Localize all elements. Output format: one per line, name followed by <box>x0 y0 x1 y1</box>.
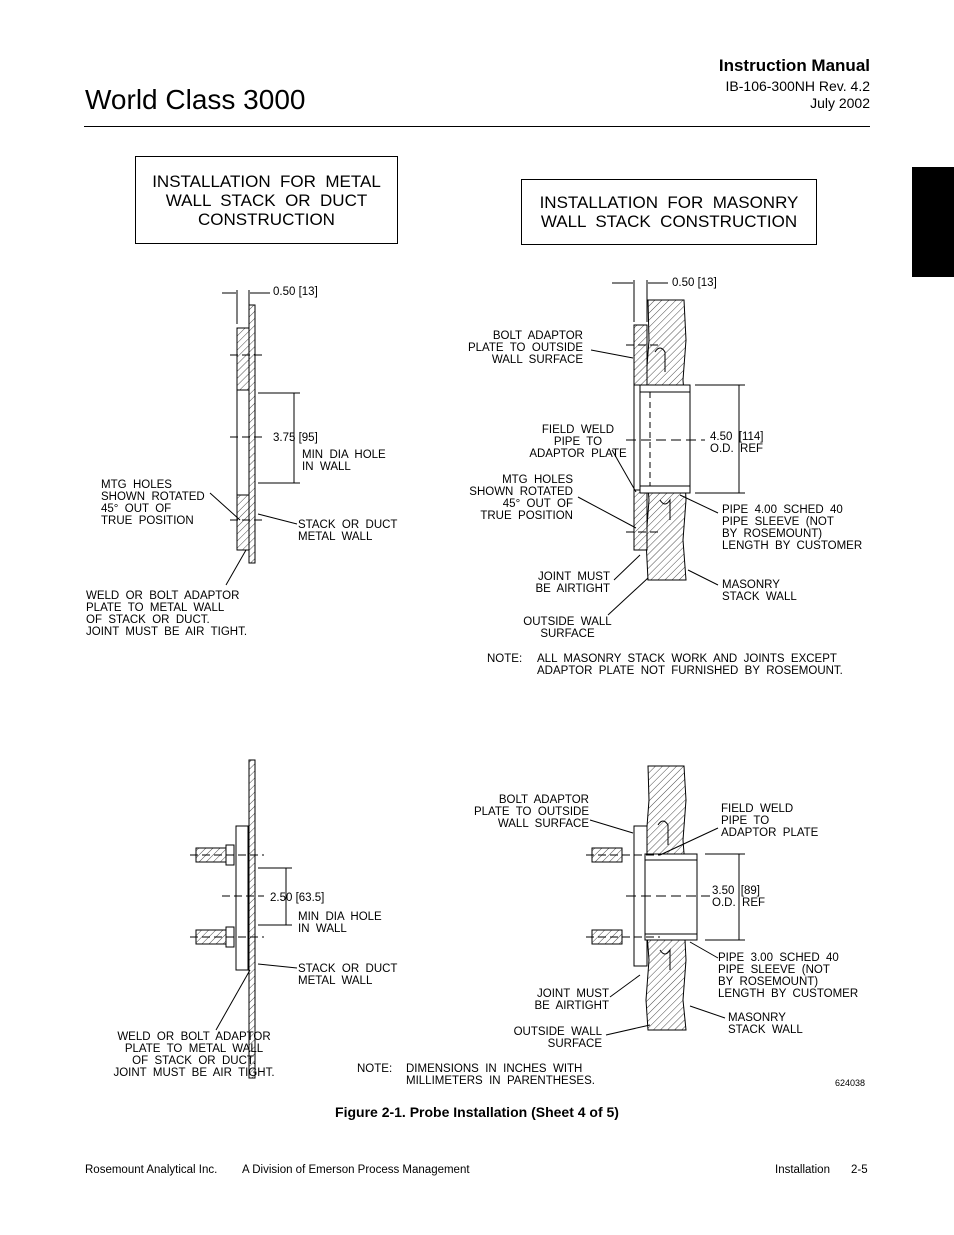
tr-dim-top: 0.50 [13] <box>672 277 717 289</box>
metal-wall-hatch <box>248 759 256 1079</box>
br-pipe-label: PIPE 3.00 SCHED 40 PIPE SLEEVE (NOT BY R… <box>718 952 859 1000</box>
manual-title: Instruction Manual <box>718 56 870 75</box>
bl-weld-label: WELD OR BOLT ADAPTOR PLATE TO METAL WALL… <box>113 1031 275 1079</box>
tr-pipe-label: PIPE 4.00 SCHED 40 PIPE SLEEVE (NOT BY R… <box>722 504 863 552</box>
figure-caption: Figure 2-1. Probe Installation (Sheet 4 … <box>335 1104 619 1120</box>
tl-dim-hole: 3.75 [95] <box>273 432 318 444</box>
tr-bolt-label: BOLT ADAPTOR PLATE TO OUTSIDE WALL SURFA… <box>467 330 583 366</box>
pipe-sleeve <box>644 853 698 941</box>
br-joint-label: JOINT MUST BE AIRTIGHT <box>534 988 609 1012</box>
document-date: July 2002 <box>810 95 870 111</box>
dimensions-note-text: DIMENSIONS IN INCHES WITH MILLIMETERS IN… <box>406 1063 595 1087</box>
footer-section: Installation <box>775 1164 830 1176</box>
tr-field-weld-label: FIELD WELD PIPE TO ADAPTOR PLATE <box>529 424 627 460</box>
tl-min-dia-label: MIN DIA HOLE IN WALL <box>302 449 386 473</box>
metal-wall-title: INSTALLATION FOR METAL WALL STACK OR DUC… <box>152 171 381 229</box>
tr-masonry-label: MASONRY STACK WALL <box>722 579 797 603</box>
bl-dim-hole: 2.50 [63.5] <box>270 892 325 904</box>
adaptor-plate-upper <box>236 327 250 391</box>
tr-note-text: ALL MASONRY STACK WORK AND JOINTS EXCEPT… <box>537 653 843 677</box>
metal-wall-title-box: INSTALLATION FOR METAL WALL STACK OR DUC… <box>135 156 398 244</box>
drawing-number: 624038 <box>835 1078 866 1088</box>
tl-mtg-holes-label: MTG HOLES SHOWN ROTATED 45° OUT OF TRUE … <box>101 479 205 527</box>
tr-dim-pipe: 4.50 [114] O.D. REF <box>710 431 764 455</box>
bl-stack-wall-label: STACK OR DUCT METAL WALL <box>298 963 398 987</box>
br-field-weld-label: FIELD WELD PIPE TO ADAPTOR PLATE <box>721 803 819 839</box>
metal-wall-diagram-bottom <box>190 759 298 1079</box>
masonry-wall-title-box: INSTALLATION FOR MASONRY WALL STACK CONS… <box>521 179 817 245</box>
header-rule <box>84 126 870 127</box>
metal-wall-diagram-top <box>209 290 300 586</box>
adaptor-plate-lower <box>236 494 250 551</box>
masonry-wall-title: INSTALLATION FOR MASONRY WALL STACK CONS… <box>539 193 799 231</box>
tl-dim-top: 0.50 [13] <box>273 286 318 298</box>
metal-wall-hatch <box>248 304 256 564</box>
tr-joint-label: JOINT MUST BE AIRTIGHT <box>535 571 610 595</box>
tl-stack-wall-label: STACK OR DUCT METAL WALL <box>298 519 398 543</box>
section-tab <box>912 167 954 277</box>
br-masonry-label: MASONRY STACK WALL <box>728 1012 803 1036</box>
adaptor-plate <box>235 825 249 971</box>
masonry-wall-diagram-bottom <box>586 765 745 1036</box>
dimensions-note-label: NOTE: <box>357 1063 393 1075</box>
tr-mtg-holes-label: MTG HOLES SHOWN ROTATED 45° OUT OF TRUE … <box>469 474 573 522</box>
tr-note-label: NOTE: <box>487 653 523 665</box>
br-outside-label: OUTSIDE WALL SURFACE <box>513 1026 602 1050</box>
br-bolt-label: BOLT ADAPTOR PLATE TO OUTSIDE WALL SURFA… <box>473 794 589 830</box>
footer-company: Rosemount Analytical Inc. <box>85 1164 218 1176</box>
masonry-wall-diagram-top <box>577 280 745 616</box>
pipe-sleeve <box>639 384 691 494</box>
tr-outside-label: OUTSIDE WALL SURFACE <box>523 616 612 640</box>
document-number: IB-106-300NH Rev. 4.2 <box>725 78 870 94</box>
footer-division: A Division of Emerson Process Management <box>242 1164 470 1176</box>
brand-title: World Class 3000 <box>85 84 306 115</box>
br-dim-pipe: 3.50 [89] O.D. REF <box>712 885 766 909</box>
bl-min-dia-label: MIN DIA HOLE IN WALL <box>298 911 382 935</box>
footer-page-number: 2-5 <box>851 1164 868 1176</box>
tl-weld-label: WELD OR BOLT ADAPTOR PLATE TO METAL WALL… <box>86 590 248 638</box>
